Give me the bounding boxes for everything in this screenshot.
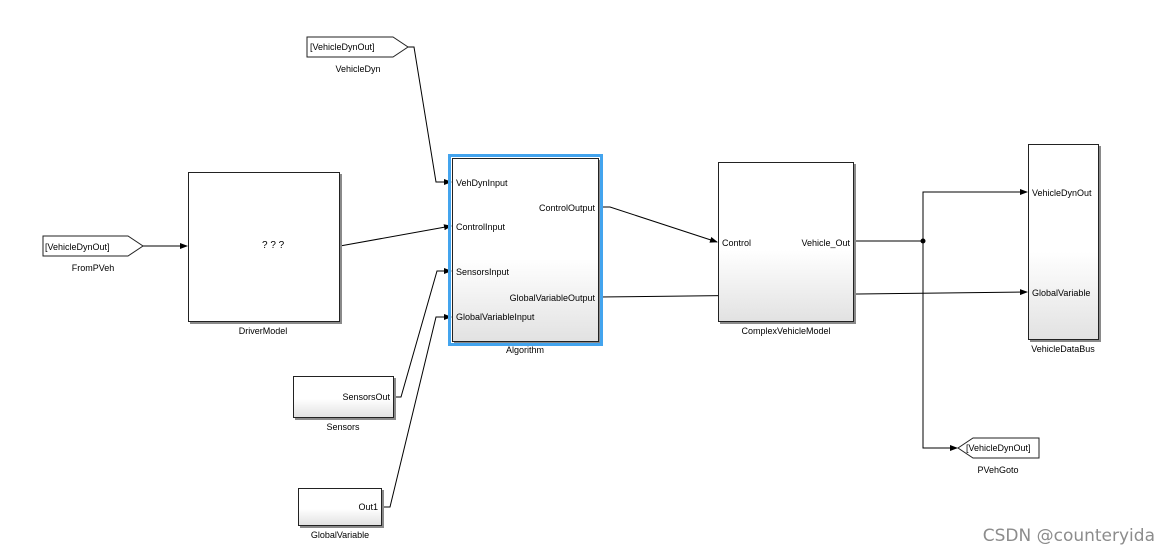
- global-variable-block[interactable]: Out1: [298, 488, 382, 526]
- port-control-output[interactable]: ControlOutput: [538, 203, 595, 213]
- branch-point: [920, 238, 926, 244]
- port-globalvariable-input-bus[interactable]: GlobalVariable: [1032, 288, 1091, 298]
- wire-globalvar-globalinput[interactable]: [382, 314, 452, 508]
- wire-driver-controlinput[interactable]: [339, 224, 452, 247]
- pveh-goto-tag: [VehicleDynOut]: [966, 443, 1031, 453]
- port-global-out1[interactable]: Out1: [358, 502, 378, 512]
- port-control[interactable]: Control: [722, 238, 752, 248]
- vehicle-dyn-label: VehicleDyn: [335, 64, 381, 74]
- port-sensors-input[interactable]: SensorsInput: [456, 267, 510, 277]
- from-pveh-tag: [VehicleDynOut]: [45, 242, 110, 252]
- port-vehicledynout-input[interactable]: VehicleDynOut: [1032, 188, 1092, 198]
- port-globalvariable-output[interactable]: GlobalVariableOutput: [509, 293, 595, 303]
- wire-branch-databus[interactable]: [922, 189, 1028, 241]
- pveh-goto-label: PVehGoto: [977, 465, 1019, 475]
- watermark: CSDN @counteryida: [982, 526, 1155, 546]
- wire-controloutput-control[interactable]: [599, 206, 718, 243]
- vehicle-data-bus-label: VehicleDataBus: [1031, 344, 1095, 354]
- from-pveh-label: FromPVeh: [71, 263, 115, 273]
- vehicle-data-bus-block[interactable]: VehicleDynOut GlobalVariable: [1028, 144, 1099, 340]
- wire-sensors-sensorsinput[interactable]: [394, 268, 452, 398]
- algorithm-label: Algorithm: [505, 345, 544, 355]
- vehicle-dyn-tag: [VehicleDynOut]: [310, 42, 375, 52]
- sensors-block[interactable]: SensorsOut: [293, 376, 394, 418]
- port-vehicle-out[interactable]: Vehicle_Out: [801, 238, 850, 248]
- port-control-input[interactable]: ControlInput: [456, 222, 506, 232]
- wire-branch-goto[interactable]: [922, 241, 958, 451]
- from-pveh-shape[interactable]: [42, 235, 144, 257]
- port-sensors-out[interactable]: SensorsOut: [342, 392, 390, 402]
- complex-vehicle-model-label: ComplexVehicleModel: [741, 326, 831, 336]
- driver-model-content: ? ? ?: [262, 240, 285, 251]
- port-vehdyn-input[interactable]: VehDynInput: [456, 178, 508, 188]
- port-globalvariable-input[interactable]: GlobalVariableInput: [456, 312, 535, 322]
- vehicle-dyn-shape[interactable]: [306, 36, 409, 58]
- driver-model-block[interactable]: ? ? ?: [188, 172, 340, 322]
- sensors-label: Sensors: [326, 422, 360, 432]
- complex-vehicle-model-block[interactable]: Control Vehicle_Out: [718, 162, 854, 322]
- global-variable-label: GlobalVariable: [310, 530, 370, 540]
- wire-vehicledyn-vehdyninput[interactable]: [408, 46, 452, 185]
- pveh-goto-shape[interactable]: [957, 437, 1040, 459]
- driver-model-label: DriverModel: [238, 326, 288, 336]
- algorithm-block[interactable]: VehDynInput ControlInput SensorsInput Gl…: [448, 154, 603, 346]
